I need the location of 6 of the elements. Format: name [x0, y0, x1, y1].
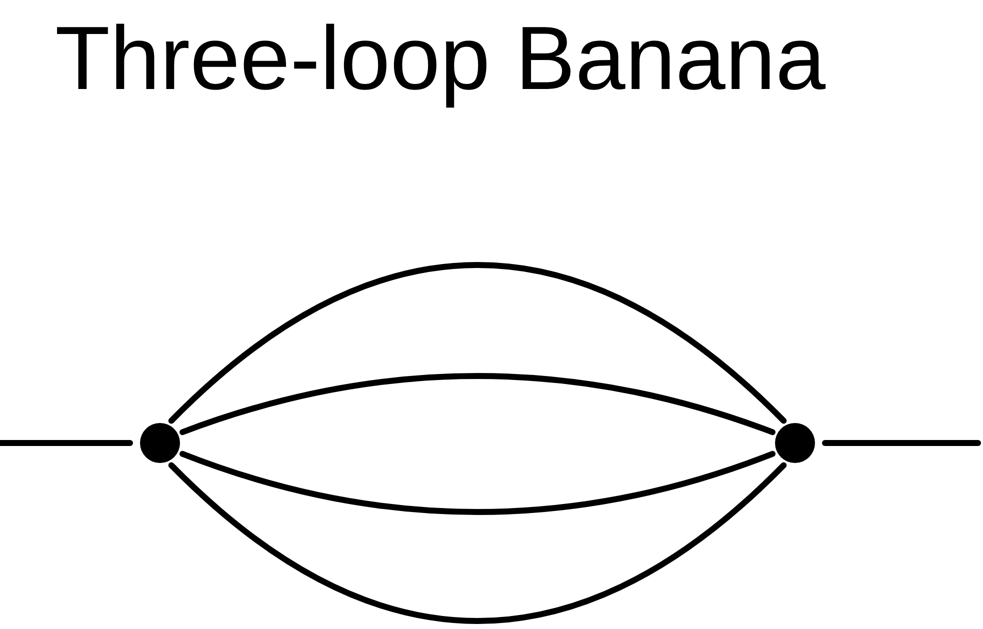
propagator-line: [168, 262, 787, 424]
propagator-line: [180, 450, 776, 515]
propagator-line: [822, 440, 981, 446]
propagator-line: [0, 440, 133, 446]
propagator-line: [168, 462, 787, 624]
propagator-line: [180, 373, 776, 436]
